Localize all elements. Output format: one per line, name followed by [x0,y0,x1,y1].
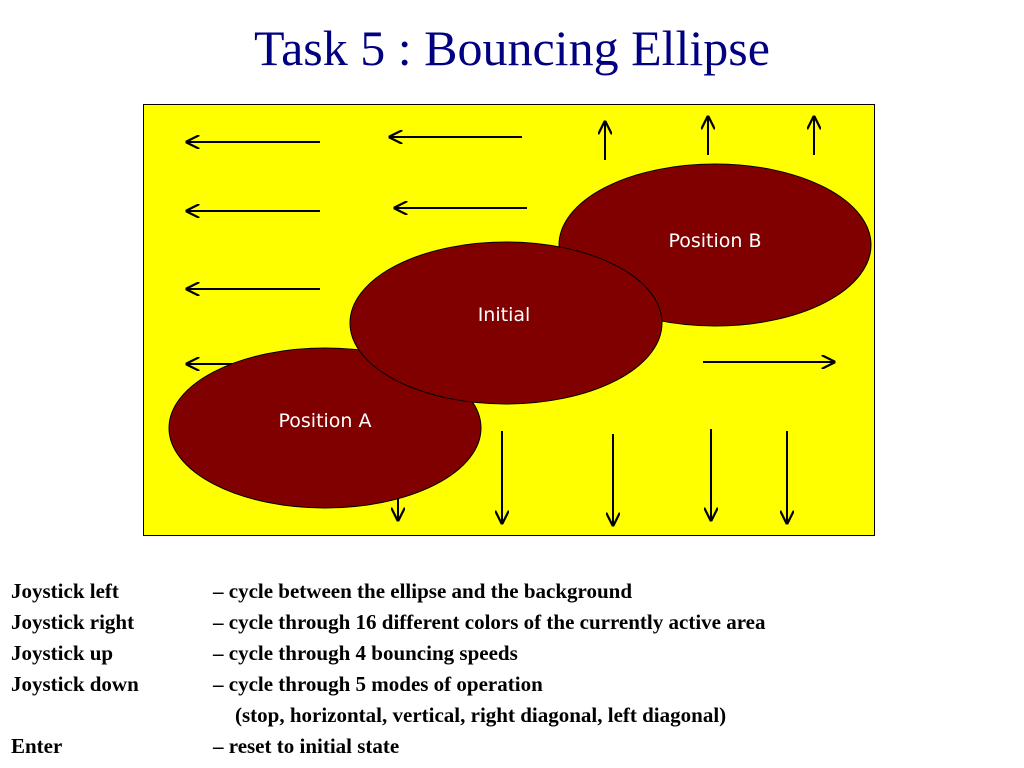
initial-label: Initial [478,304,531,326]
control-key: Enter [11,734,63,758]
control-row-joystick-right: Joystick right – cycle through 16 differ… [11,607,1011,638]
control-description: – reset to initial state [213,734,400,758]
position-a-label: Position A [278,410,371,432]
control-key [11,700,213,731]
control-description: – cycle through 4 bouncing speeds [213,641,518,665]
control-description: – cycle through 5 modes of operation [213,672,543,696]
control-row-joystick-down: Joystick down – cycle through 5 modes of… [11,669,1011,700]
position-b-label: Position B [668,230,761,252]
bouncing-ellipse-figure: Position B Position A Initial [143,104,875,536]
control-description: – cycle between the ellipse and the back… [213,579,633,603]
control-row-joystick-up: Joystick up – cycle through 4 bouncing s… [11,638,1011,669]
control-key: Joystick left [11,579,119,603]
ellipse-initial: Initial [349,241,663,405]
ellipse-position-a: Position A [168,347,482,509]
control-row-enter: Enter – reset to initial state [11,731,1011,762]
control-key: Joystick down [11,672,139,696]
figure-canvas: Position B Position A Initial [144,105,874,535]
slide-title: Task 5 : Bouncing Ellipse [254,20,770,76]
control-row-modes-detail: (stop, horizontal, vertical, right diago… [11,700,1011,731]
control-key: Joystick up [11,641,114,665]
control-description: (stop, horizontal, vertical, right diago… [235,703,727,727]
control-description: – cycle through 16 different colors of t… [213,610,766,634]
control-key: Joystick right [11,610,135,634]
control-row-joystick-left: Joystick left – cycle between the ellips… [11,576,1011,607]
controls-list: Joystick left – cycle between the ellips… [11,576,1011,762]
